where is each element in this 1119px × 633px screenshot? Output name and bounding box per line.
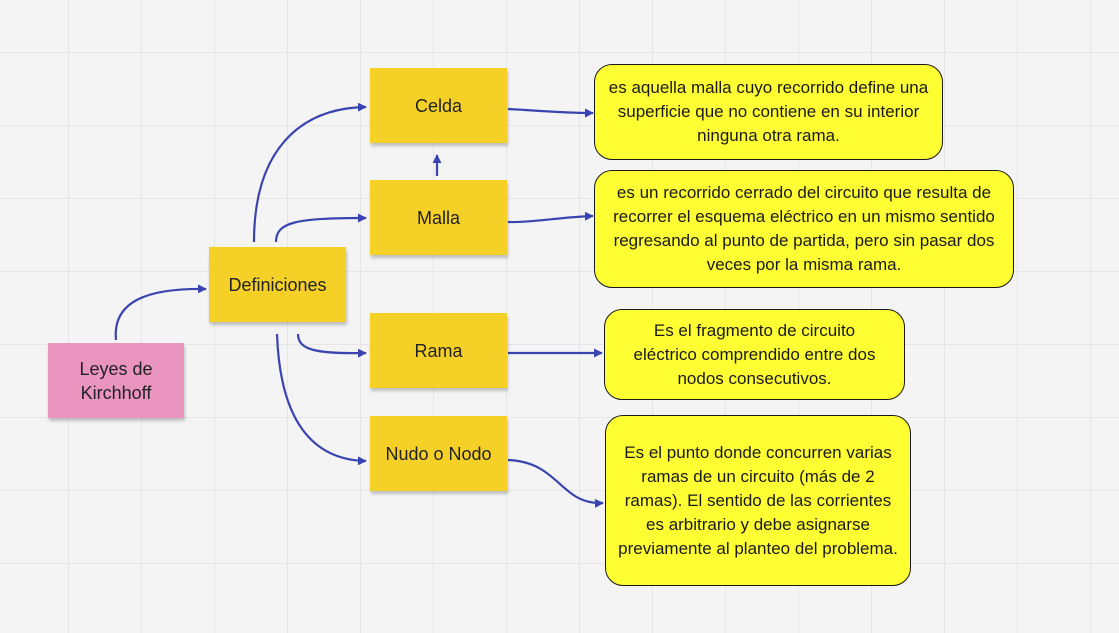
connector-malla-definition [507,211,594,224]
connector-definiciones-to-nudo [275,333,367,466]
term-label-malla: Malla [416,207,460,228]
root-sticky-leyes-de-kirchhoff[interactable]: Leyes de Kirchhoff [48,343,184,418]
term-sticky-malla[interactable]: Malla [370,180,507,255]
definition-text-malla: es un recorrido cerrado del circuito que… [613,183,995,274]
term-sticky-celda[interactable]: Celda [370,68,507,143]
connector-definiciones-to-celda [252,102,367,243]
definition-box-rama[interactable]: Es el fragmento de circuito eléctrico co… [604,309,905,400]
hub-label: Definiciones [228,274,327,295]
term-label-rama: Rama [414,340,463,361]
term-label-nudo: Nudo o Nodo [385,443,492,464]
hub-sticky-definiciones[interactable]: Definiciones [209,247,346,322]
definition-text-celda: es aquella malla cuyo recorrido define u… [608,78,929,145]
term-sticky-nudo[interactable]: Nudo o Nodo [370,416,507,491]
definition-box-malla[interactable]: es un recorrido cerrado del circuito que… [594,170,1014,288]
connector-definiciones-to-malla [274,213,367,243]
definition-text-rama: Es el fragmento de circuito eléctrico co… [633,320,876,388]
connector-nudo-definition [507,458,604,508]
definition-text-nudo: Es el punto donde concurren varias ramas… [618,442,898,558]
connector-root-to-definiciones [114,284,207,341]
connector-celda-definition [507,107,594,118]
definition-box-celda[interactable]: es aquella malla cuyo recorrido define u… [594,64,943,160]
term-sticky-rama[interactable]: Rama [370,313,507,388]
definition-box-nudo[interactable]: Es el punto donde concurren varias ramas… [605,415,911,586]
root-label: Leyes de Kirchhoff [79,358,153,403]
term-label-celda: Celda [414,95,463,116]
connector-definiciones-to-rama [296,333,367,358]
